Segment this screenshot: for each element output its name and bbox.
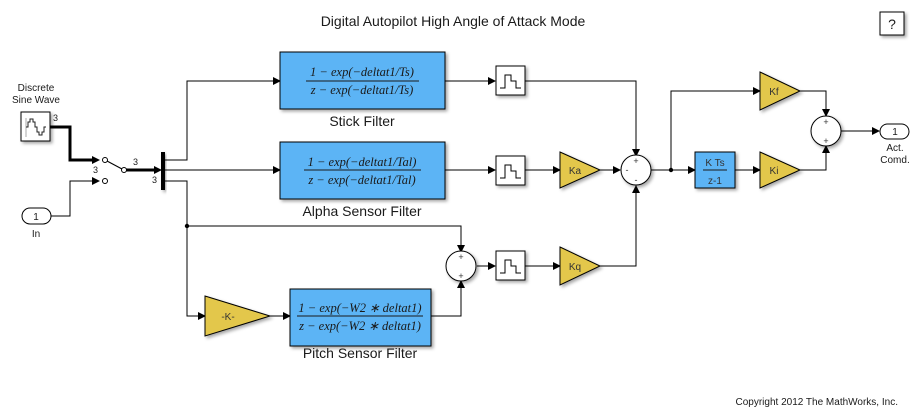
sum-pitch-sign-top: + bbox=[458, 252, 463, 262]
zoh-icon bbox=[500, 164, 521, 179]
gain-ki-label: Ki bbox=[770, 166, 779, 177]
manual-switch-block[interactable] bbox=[102, 157, 127, 184]
inport-to-switch-wire bbox=[51, 177, 100, 217]
sum-pitch-block[interactable]: + + bbox=[445, 250, 477, 282]
discrete-integrator-block[interactable]: K Ts z-1 bbox=[694, 151, 736, 189]
zoh-icon bbox=[500, 74, 521, 89]
demux-in-dim: 3 bbox=[152, 175, 157, 185]
sine-to-switch-wire bbox=[50, 125, 92, 162]
sum-pitch-sign-bottom: + bbox=[458, 271, 463, 281]
discrete-sine-wave-block[interactable]: Discrete Sine Wave bbox=[12, 83, 60, 142]
diagram-title: Digital Autopilot High Angle of Attack M… bbox=[321, 13, 586, 29]
gain-kq-block[interactable]: Kq bbox=[559, 246, 602, 286]
gain-ka-label: Ka bbox=[569, 166, 582, 177]
copyright-text: Copyright 2012 The MathWorks, Inc. bbox=[736, 397, 899, 408]
sum-out-block[interactable]: + + bbox=[810, 115, 842, 147]
stick-filter-denominator: z − exp(−deltat1/Ts) bbox=[310, 83, 414, 97]
signal-lines bbox=[50, 77, 880, 320]
outport-label-1: Act. bbox=[886, 143, 903, 154]
switch-out-dim: 3 bbox=[133, 157, 138, 167]
alpha-filter-numerator: 1 − exp(−deltat1/Tal) bbox=[308, 155, 417, 169]
inport-number: 1 bbox=[33, 212, 39, 223]
switch-in-dim: 3 bbox=[93, 165, 98, 175]
demux-to-gainK-wire bbox=[165, 180, 206, 320]
sum-main-block[interactable]: + - - bbox=[620, 154, 652, 186]
alpha-filter-label: Alpha Sensor Filter bbox=[302, 203, 421, 219]
inport-block[interactable]: 1 In bbox=[21, 207, 52, 240]
gain-k-label: -K- bbox=[221, 312, 234, 323]
sine-out-dim: 3 bbox=[53, 113, 58, 123]
stick-filter-block[interactable]: 1 − exp(−deltat1/Ts) z − exp(−deltat1/Ts… bbox=[279, 51, 446, 129]
inport-label: In bbox=[32, 229, 40, 240]
gain-ki-block[interactable]: Ki bbox=[759, 151, 802, 189]
alpha-sensor-filter-block[interactable]: 1 − exp(−deltat1/Tal) z − exp(−deltat1/T… bbox=[279, 141, 446, 219]
sum-out-sign-bottom: + bbox=[823, 136, 828, 146]
gain-k-block[interactable]: -K- bbox=[204, 295, 272, 337]
branch-to-pitch-sum-wire bbox=[187, 225, 465, 253]
zoh-icon bbox=[500, 259, 521, 274]
discrete-sine-wave-icon bbox=[25, 118, 46, 137]
pitch-filter-numerator: 1 − exp(−W2 ∗ deltat1) bbox=[298, 301, 421, 315]
integrator-numerator: K Ts bbox=[705, 158, 724, 169]
gain-kf-label: Kf bbox=[769, 87, 779, 98]
sine-label-1: Discrete bbox=[18, 83, 55, 94]
sum-main-sign-left: - bbox=[626, 165, 629, 175]
demux-to-stick-wire bbox=[165, 77, 281, 161]
pitch-filter-label: Pitch Sensor Filter bbox=[303, 345, 418, 361]
outport-block[interactable]: 1 Act. Comd. bbox=[879, 123, 910, 166]
gain-kf-block[interactable]: Kf bbox=[759, 71, 802, 111]
sine-label-2: Sine Wave bbox=[12, 95, 60, 106]
outport-label-2: Comd. bbox=[880, 155, 909, 166]
help-button[interactable]: ? bbox=[879, 11, 905, 36]
outport-number: 1 bbox=[892, 127, 898, 138]
pitch-filter-denominator: z − exp(−W2 ∗ deltat1) bbox=[298, 319, 421, 333]
zero-order-hold-2[interactable] bbox=[495, 155, 526, 186]
alpha-filter-denominator: z − exp(−deltat1/Tal) bbox=[307, 173, 415, 187]
zero-order-hold-3[interactable] bbox=[495, 250, 526, 281]
integrator-denominator: z-1 bbox=[708, 176, 722, 187]
gain-ka-block[interactable]: Ka bbox=[559, 151, 602, 189]
sum-out-sign-top: + bbox=[823, 117, 828, 127]
demux-block[interactable] bbox=[161, 152, 165, 190]
sum-main-sign-bottom: - bbox=[635, 175, 638, 185]
gain-kq-label: Kq bbox=[569, 262, 581, 273]
zero-order-hold-1[interactable] bbox=[495, 65, 526, 96]
stick-filter-numerator: 1 − exp(−deltat1/Ts) bbox=[310, 65, 414, 79]
help-button-label: ? bbox=[888, 16, 896, 32]
sum-main-sign-top: + bbox=[633, 156, 638, 166]
stick-filter-label: Stick Filter bbox=[329, 113, 395, 129]
pitch-sensor-filter-block[interactable]: 1 − exp(−W2 ∗ deltat1) z − exp(−W2 ∗ del… bbox=[289, 288, 432, 361]
